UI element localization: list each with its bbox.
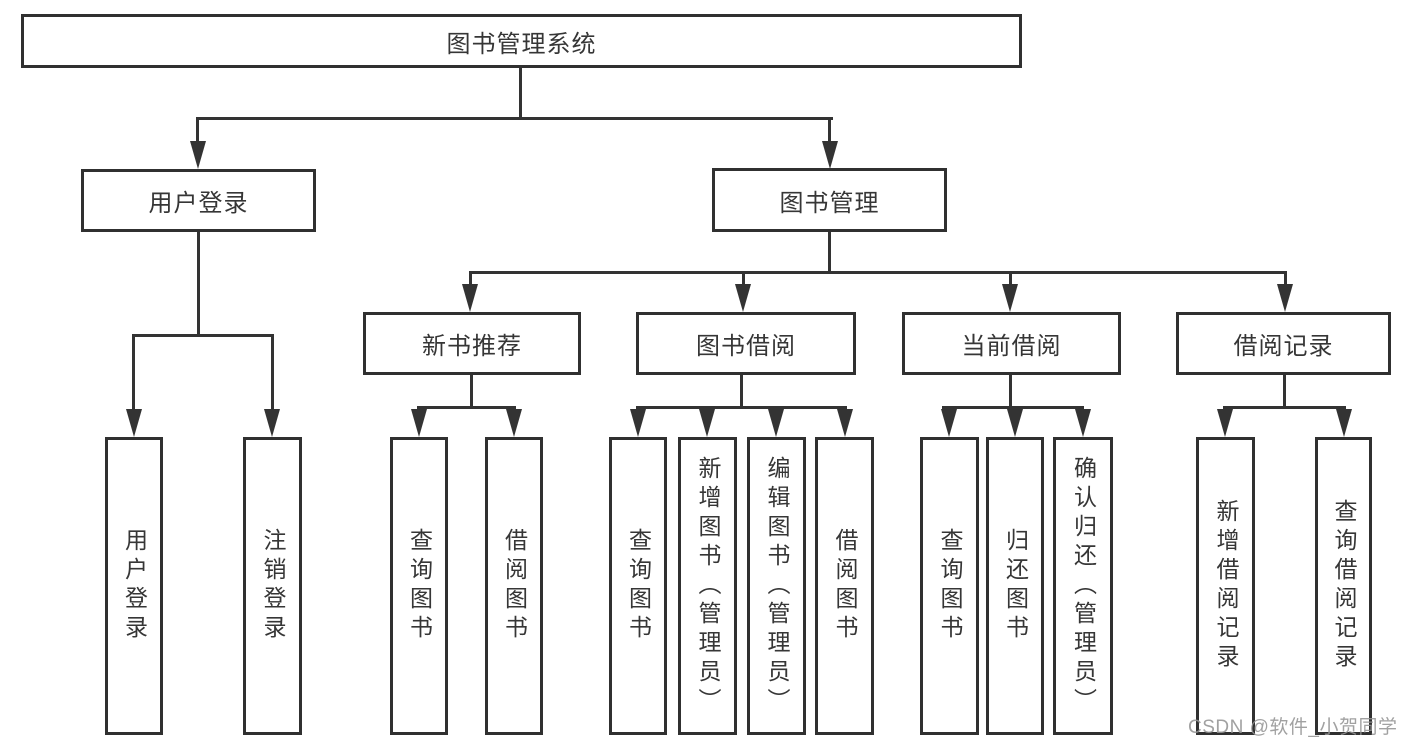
node-book-management: 图书管理: [712, 168, 947, 232]
connector-root-horizontal: [196, 117, 833, 120]
arrow-down-icon: [1336, 409, 1352, 437]
arrow-down-icon: [630, 409, 646, 437]
arrow-down-icon: [126, 409, 142, 437]
arrow-down-icon: [837, 409, 853, 437]
arrow-down-icon: [1217, 409, 1233, 437]
connector-root-stem: [519, 68, 522, 120]
arrow-down-icon: [941, 409, 957, 437]
connector-branch-borrow-records: [1284, 271, 1287, 287]
connector-current-borrow-stem: [1009, 375, 1012, 409]
connector-borrow-records-horizontal: [1223, 406, 1346, 409]
connector-branch-book-mgmt: [828, 117, 831, 145]
leaf-new-borrow-books: 借阅图书: [485, 437, 543, 735]
node-label: 图书管理系统: [446, 30, 597, 58]
node-label: 图书管理: [779, 189, 880, 217]
connector-book-mgmt-stem: [828, 232, 831, 274]
node-label: 归还图书: [1002, 528, 1029, 644]
leaf-add-borrow-record: 新增借阅记录: [1196, 437, 1255, 735]
leaf-add-books-admin: 新增图书（管理员）: [678, 437, 737, 735]
node-new-book-recommend: 新书推荐: [363, 312, 581, 375]
node-label: 图书借阅: [696, 333, 796, 360]
leaf-current-query-books: 查询图书: [920, 437, 979, 735]
connector-new-books-stem: [470, 375, 473, 409]
node-label: 确认归还（管理员）: [1070, 455, 1097, 717]
arrow-down-icon: [1277, 284, 1293, 312]
connector-branch-current-borrow: [1009, 271, 1012, 287]
arrow-down-icon: [1075, 409, 1091, 437]
arrow-down-icon: [699, 409, 715, 437]
node-root-system: 图书管理系统: [21, 14, 1022, 68]
arrow-down-icon: [411, 409, 427, 437]
connector-user-login-horizontal: [132, 334, 274, 337]
connector-branch-new-books: [469, 271, 472, 287]
leaf-confirm-return-admin: 确认归还（管理员）: [1053, 437, 1113, 735]
arrow-down-icon: [462, 284, 478, 312]
node-label: 查询图书: [406, 528, 433, 644]
connector-current-borrow-horizontal: [942, 406, 1084, 409]
node-label: 用户登录: [148, 190, 249, 217]
leaf-edit-books-admin: 编辑图书（管理员）: [747, 437, 806, 735]
connector-book-borrow-stem: [740, 375, 743, 409]
node-borrowing-records: 借阅记录: [1176, 312, 1391, 375]
arrow-down-icon: [822, 141, 838, 169]
connector-branch-login: [132, 334, 135, 412]
arrow-down-icon: [506, 409, 522, 437]
node-label: 当前借阅: [961, 333, 1062, 360]
arrow-down-icon: [190, 141, 206, 169]
arrow-down-icon: [735, 284, 751, 312]
connector-branch-logout: [271, 334, 274, 412]
node-label: 借阅记录: [1233, 333, 1334, 360]
connector-new-books-horizontal: [417, 406, 516, 409]
node-label: 编辑图书（管理员）: [764, 455, 790, 717]
leaf-query-borrow-record: 查询借阅记录: [1315, 437, 1372, 735]
connector-branch-book-borrow: [742, 271, 745, 287]
leaf-borrow-query-books: 查询图书: [609, 437, 667, 735]
node-label: 借阅图书: [832, 528, 858, 644]
leaf-logout: 注销登录: [243, 437, 302, 735]
arrow-down-icon: [768, 409, 784, 437]
leaf-return-books: 归还图书: [986, 437, 1044, 735]
node-user-login: 用户登录: [81, 169, 316, 232]
leaf-user-login: 用户登录: [105, 437, 163, 735]
connector-borrow-records-stem: [1283, 375, 1286, 409]
node-book-borrowing: 图书借阅: [636, 312, 856, 375]
node-label: 新增图书（管理员）: [695, 455, 721, 717]
node-label: 新增借阅记录: [1213, 499, 1239, 673]
csdn-watermark: CSDN @软件_小贺同学: [1188, 717, 1398, 738]
node-label: 用户登录: [121, 528, 148, 644]
node-label: 查询借阅记录: [1331, 499, 1357, 673]
node-label: 借阅图书: [501, 528, 528, 644]
leaf-new-query-books: 查询图书: [390, 437, 448, 735]
node-label: 注销登录: [260, 528, 286, 644]
arrow-down-icon: [264, 409, 280, 437]
arrow-down-icon: [1002, 284, 1018, 312]
connector-branch-user-login: [196, 117, 199, 145]
node-current-borrowing: 当前借阅: [902, 312, 1121, 375]
connector-book-borrow-horizontal: [636, 406, 847, 409]
node-label: 新书推荐: [422, 333, 522, 360]
connector-book-mgmt-horizontal: [469, 271, 1287, 274]
node-label: 查询图书: [937, 528, 963, 644]
node-label: 查询图书: [625, 528, 652, 644]
leaf-borrow-books: 借阅图书: [815, 437, 874, 735]
connector-user-login-stem: [197, 232, 200, 337]
arrow-down-icon: [1007, 409, 1023, 437]
